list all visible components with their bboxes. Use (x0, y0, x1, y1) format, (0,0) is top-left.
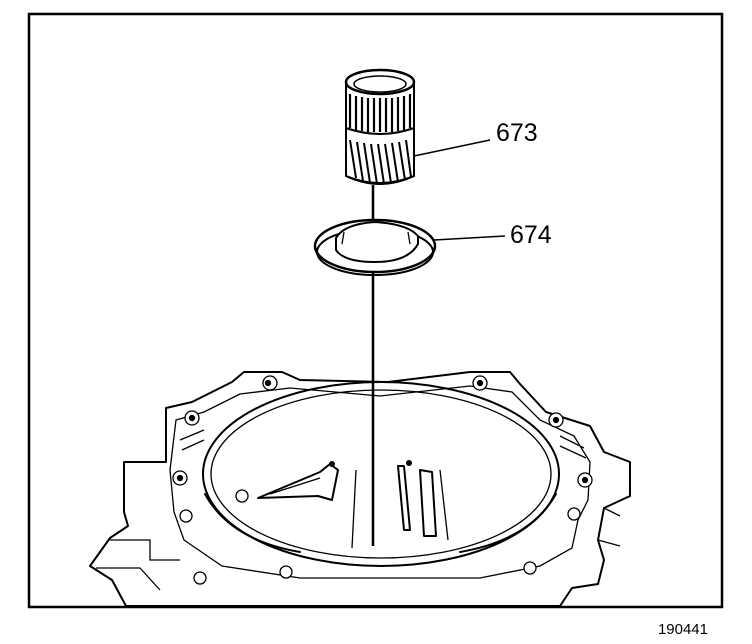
callout-674: 674 (433, 221, 552, 249)
callout-label-674: 674 (510, 221, 552, 249)
figure-number: 190441 (657, 621, 708, 638)
callout-673: 673 (413, 119, 538, 157)
transmission-case (89, 371, 631, 607)
sun-gear (344, 68, 416, 185)
callout-label-673: 673 (496, 119, 538, 147)
thrust-washer (313, 218, 437, 276)
leader-line-673 (413, 139, 491, 157)
leader-line-674 (433, 235, 506, 241)
